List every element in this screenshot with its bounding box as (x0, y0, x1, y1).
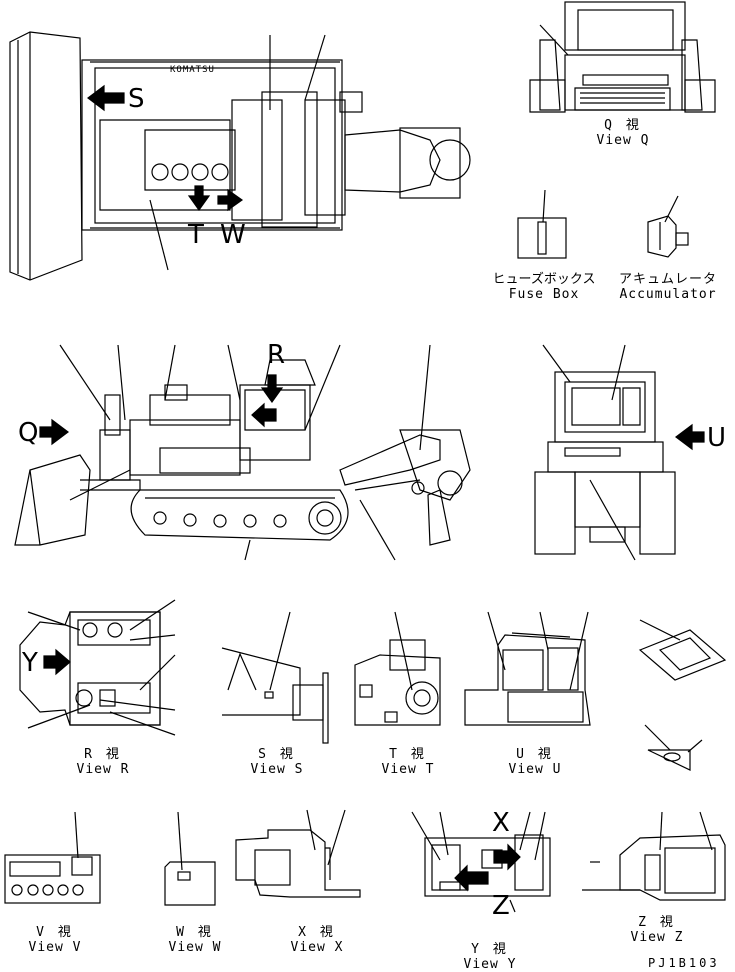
arrow-y-x-icon (493, 843, 521, 871)
view-x-drawing (235, 809, 361, 898)
arrow-y-z-icon (454, 864, 489, 892)
letter-w: W (220, 220, 246, 250)
view-q-drawing (529, 1, 716, 113)
letter-q: Q (18, 418, 39, 448)
view-z-drawing (582, 811, 726, 901)
letter-s: S (128, 84, 145, 114)
letter-z: Z (492, 891, 510, 921)
letter-t: T (188, 220, 204, 250)
brand-label: KOMATSU (170, 65, 215, 75)
drawing-code: PJ1B103 (648, 956, 720, 970)
arrow-r2-icon (251, 402, 277, 428)
view-r-drawing (19, 599, 176, 736)
arrow-t-icon (187, 185, 211, 212)
letter-r: R (267, 340, 286, 370)
arrow-r-icon (260, 374, 284, 404)
arrow-s-icon (87, 84, 125, 112)
triangle-decal-drawing (644, 724, 703, 771)
arrow-q-icon (39, 418, 69, 446)
view-s-drawing (221, 611, 329, 744)
side-view-dozer (14, 344, 471, 561)
rear-view-dozer (534, 344, 705, 561)
top-view-dozer (9, 31, 471, 281)
decal-sheet-drawing (638, 619, 727, 681)
letter-y: Y (22, 648, 38, 678)
view-u-drawing (464, 611, 591, 726)
arrow-y-icon (43, 648, 71, 676)
letter-x: X (492, 808, 510, 838)
fuse-box-drawing (517, 189, 567, 259)
letter-u: U (707, 423, 727, 453)
view-t-drawing (354, 611, 441, 726)
view-w-drawing (164, 811, 216, 906)
arrow-w-icon (217, 188, 244, 212)
view-v-drawing (4, 811, 101, 904)
arrow-u-icon (675, 423, 705, 451)
accumulator-drawing (647, 195, 689, 258)
view-y-drawing (411, 811, 551, 913)
